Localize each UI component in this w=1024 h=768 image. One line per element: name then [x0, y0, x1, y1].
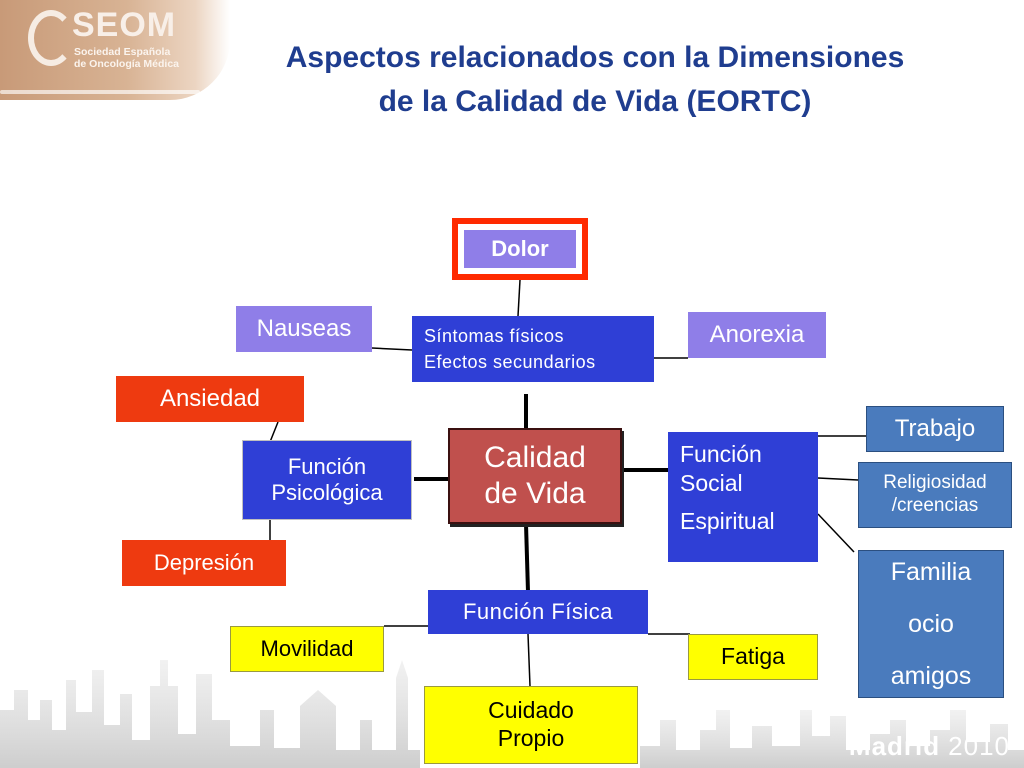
connector-dolor-symptoms	[517, 279, 521, 317]
node-psychological: Función Psicológica	[242, 440, 412, 520]
node-depresion: Depresión	[122, 540, 286, 586]
node-movilidad: Movilidad	[230, 626, 384, 672]
logo-subtitle-line-1: Sociedad Española	[74, 46, 171, 58]
slide-title: Aspectos relacionados con la Dimensiones…	[200, 36, 990, 124]
node-anorexia: Anorexia	[688, 312, 826, 358]
node-physical: Función Física	[428, 590, 648, 634]
logo-name: SEOM	[72, 6, 177, 44]
node-symptoms: Síntomas físicos Efectos secundarios	[412, 316, 654, 382]
node-center-line-1: Calidad	[484, 441, 586, 474]
title-line-2: de la Calidad de Vida (EORTC)	[378, 85, 812, 118]
footer-city: Madrid	[848, 731, 941, 761]
node-social-line-1: Función	[680, 441, 762, 467]
node-selfcare-line-1: Cuidado	[488, 697, 574, 724]
node-familia: Familia ocio amigos	[858, 550, 1004, 698]
node-ansiedad: Ansiedad	[116, 376, 304, 422]
seom-logo: SEOM Sociedad Española de Oncología Médi…	[0, 0, 230, 100]
node-dolor-label: Dolor	[464, 230, 576, 268]
node-symptoms-line-2: Efectos secundarios	[424, 352, 596, 372]
node-family-line-2: ocio	[908, 610, 954, 638]
title-line-1: Aspectos relacionados con la Dimensiones	[285, 41, 905, 74]
node-social-line-3: Espiritual	[680, 508, 775, 534]
node-family-line-3: amigos	[890, 662, 972, 690]
connector-cuidado-physical	[527, 633, 531, 687]
connector-familia-social	[817, 513, 855, 553]
logo-subtitle-line-2: de Oncología Médica	[74, 58, 180, 70]
node-cuidado-propio: Cuidado Propio	[424, 686, 638, 764]
node-fatiga: Fatiga	[688, 634, 818, 680]
node-symptoms-line-1: Síntomas físicos	[424, 326, 565, 346]
footer-year: 2010	[948, 731, 1010, 761]
node-psych-line-2: Psicológica	[271, 480, 383, 505]
node-social: Función Social Espiritual	[668, 432, 818, 562]
node-religion-line-2: /creencias	[891, 495, 979, 516]
node-trabajo: Trabajo	[866, 406, 1004, 452]
node-calidad-de-vida: Calidad de Vida	[448, 428, 622, 524]
node-psych-line-1: Función	[287, 453, 367, 479]
node-family-line-1: Familia	[890, 558, 972, 586]
logo-subtitle: Sociedad Española de Oncología Médica	[74, 46, 194, 70]
connector-center-physical	[524, 523, 530, 593]
connector-religion-social	[817, 477, 859, 481]
node-center-line-2: de Vida	[484, 477, 586, 510]
node-nauseas: Nauseas	[236, 306, 372, 352]
seom-logo-mark-icon	[28, 10, 74, 66]
connector-nauseas-symptoms	[371, 347, 413, 351]
node-religiosidad: Religiosidad /creencias	[858, 462, 1012, 528]
node-religion-line-1: Religiosidad	[883, 472, 987, 494]
connector-ansiedad-psych	[269, 421, 279, 443]
node-dolor: Dolor	[452, 218, 588, 280]
node-social-line-2: Social	[680, 470, 743, 496]
node-selfcare-line-2: Propio	[497, 725, 565, 751]
madrid-skyline	[0, 660, 1024, 768]
